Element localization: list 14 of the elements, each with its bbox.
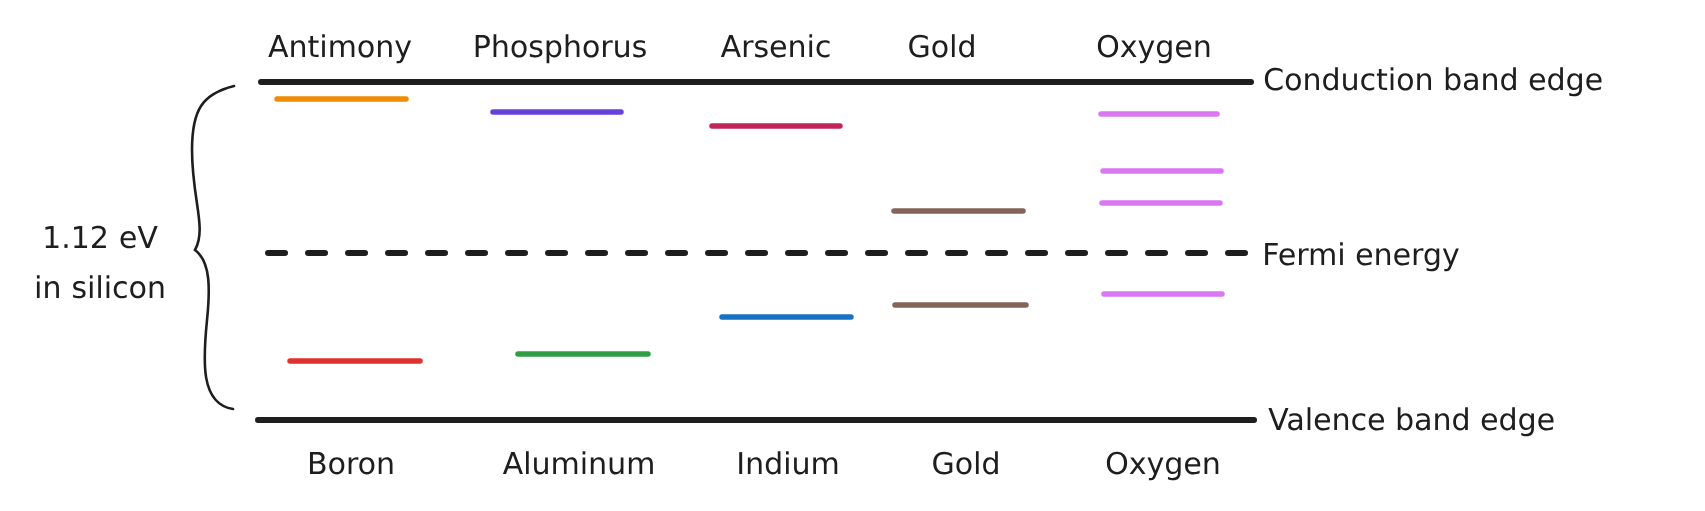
- band-edge-label: Conduction band edge: [1264, 67, 1602, 97]
- element-label: Antimony: [268, 34, 412, 64]
- element-label: Indium: [739, 451, 838, 475]
- element-label: Oxygen: [1097, 34, 1210, 64]
- element-label: Arsenic: [720, 34, 830, 58]
- element-label: Gold: [909, 34, 974, 58]
- band-gap-label: 1.12 eV in silicon: [36, 225, 164, 299]
- element-label: Aluminum: [502, 451, 653, 475]
- element-label: Gold: [933, 451, 998, 475]
- band-edge-label: Valence band edge: [1268, 407, 1554, 437]
- element-label: Phosphorus: [475, 34, 646, 64]
- element-label: Oxygen: [1106, 451, 1219, 481]
- element-label: Boron: [310, 452, 393, 475]
- fermi-level-label: Fermi energy: [1265, 242, 1459, 272]
